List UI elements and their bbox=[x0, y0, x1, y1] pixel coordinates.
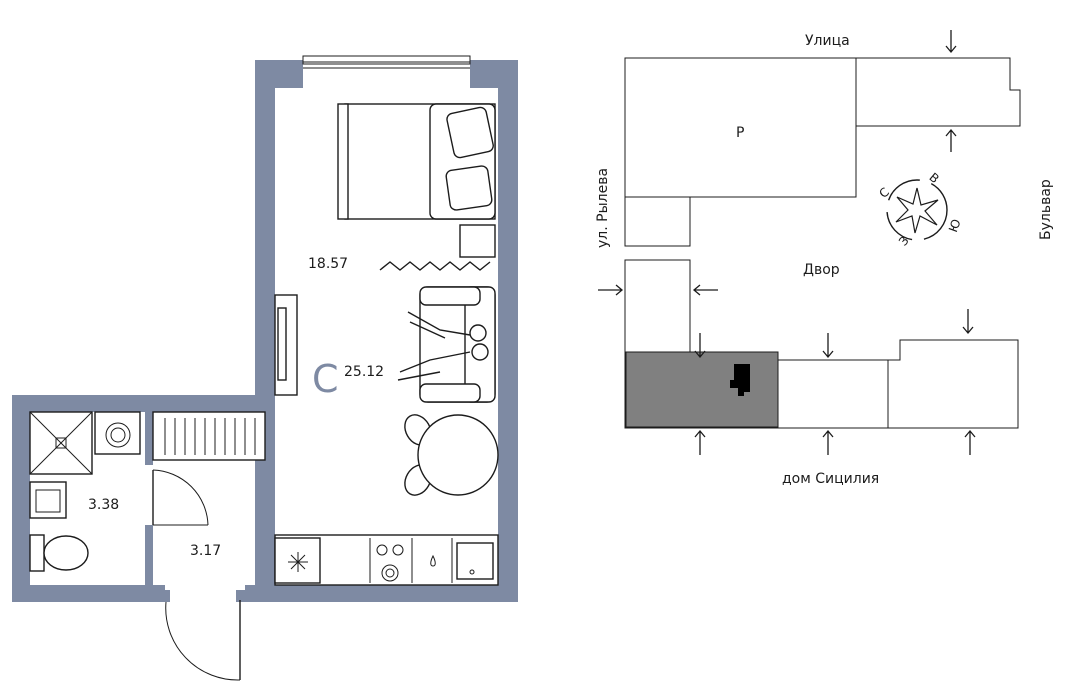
bed bbox=[337, 103, 496, 220]
entry-arrows bbox=[598, 30, 976, 455]
total-area-label: 25.12 bbox=[344, 364, 384, 380]
tv-stand bbox=[274, 294, 298, 396]
wall-top-left bbox=[255, 60, 303, 88]
apartment-type-letter: С bbox=[312, 357, 339, 401]
compass-south: Ю bbox=[946, 217, 964, 234]
building-main bbox=[624, 57, 857, 198]
wall-main-left bbox=[255, 60, 275, 590]
floor-plan: 18.57 25.12 С 3.38 3.17 bbox=[12, 55, 518, 681]
bathroom-area-label: 3.38 bbox=[88, 497, 119, 513]
radiator-zigzag bbox=[379, 261, 491, 271]
wall-bottom-main bbox=[245, 585, 518, 602]
sofa bbox=[397, 286, 496, 403]
bathroom-door bbox=[152, 469, 209, 526]
entrance-door bbox=[162, 590, 241, 681]
wall-door-jamb bbox=[236, 590, 246, 602]
stove-icon bbox=[376, 544, 404, 582]
selected-section bbox=[625, 351, 779, 428]
kitchen-counter bbox=[274, 534, 499, 586]
window bbox=[302, 55, 471, 69]
courtyard-label: Двор bbox=[803, 262, 840, 278]
compass-rose-icon bbox=[895, 187, 939, 234]
nightstand bbox=[459, 224, 496, 258]
washbasin bbox=[29, 481, 67, 519]
compass: С В Ю З bbox=[876, 170, 963, 248]
street-top-label: Улица bbox=[805, 33, 850, 49]
building-top-right bbox=[855, 57, 1021, 127]
kitchen-sink bbox=[456, 542, 494, 580]
wall-bath-top bbox=[12, 395, 275, 412]
dining-table bbox=[404, 414, 499, 496]
wall-bath-bottom bbox=[12, 585, 165, 602]
snowflake-icon bbox=[288, 552, 308, 572]
compass-east: В bbox=[926, 170, 941, 186]
apartment-marker bbox=[730, 364, 750, 396]
street-right-label: Бульвар bbox=[1038, 179, 1054, 240]
wall-bath-left bbox=[12, 395, 30, 602]
street-left-label: ул. Рылева bbox=[595, 168, 611, 248]
bathroom-radiator bbox=[152, 411, 266, 461]
shower bbox=[29, 411, 93, 475]
wall-partition-upper bbox=[145, 395, 153, 465]
wall-main-right bbox=[498, 60, 518, 602]
compass-west: З bbox=[896, 234, 912, 249]
building-left-small bbox=[624, 196, 691, 247]
faucet-drop-icon bbox=[430, 554, 436, 567]
washing-machine bbox=[94, 411, 141, 455]
hall-area-label: 3.17 bbox=[190, 543, 221, 559]
building-label: Р bbox=[736, 125, 744, 141]
site-plan: С В Ю З Р Улица ул. Рылева Бульвар Двор … bbox=[595, 30, 1054, 487]
toilet bbox=[29, 534, 89, 572]
room-area-label: 18.57 bbox=[308, 256, 348, 272]
neighbor-building-label: дом Сицилия bbox=[782, 471, 879, 487]
wall-partition-lower bbox=[145, 525, 153, 602]
